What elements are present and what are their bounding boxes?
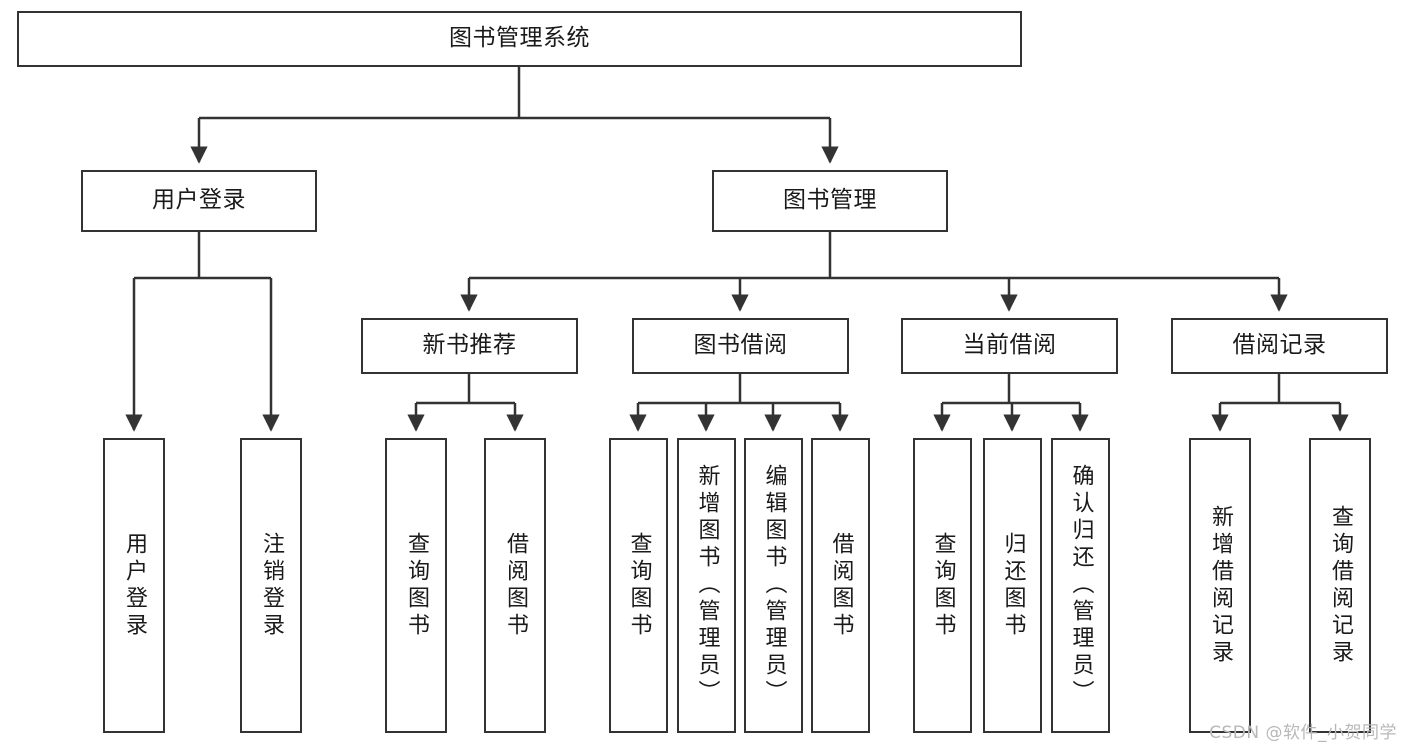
node-user-login[interactable]: 用户登录 [81,170,317,232]
node-user-login-label: 用户登录 [152,187,246,214]
node-root[interactable]: 图书管理系统 [17,11,1022,67]
node-leaf-add-record-label: 新增借阅记录 [1208,504,1233,667]
node-root-label: 图书管理系统 [449,25,590,52]
node-leaf-borrow-book-1[interactable]: 借阅图书 [484,438,546,733]
node-book-manage-label: 图书管理 [783,187,877,214]
node-new-book-rec[interactable]: 新书推荐 [361,318,578,374]
node-borrow-record-label: 借阅记录 [1232,332,1327,359]
node-leaf-add-book[interactable]: 新增图书（管理员） [677,438,736,733]
node-leaf-logout[interactable]: 注销登录 [240,438,302,733]
node-leaf-return-book[interactable]: 归还图书 [983,438,1042,733]
node-leaf-user-login-label: 用户登录 [122,531,147,640]
node-new-book-rec-label: 新书推荐 [422,332,517,359]
node-leaf-query-record[interactable]: 查询借阅记录 [1309,438,1371,733]
node-leaf-add-record[interactable]: 新增借阅记录 [1189,438,1251,733]
node-leaf-edit-book-label: 编辑图书（管理员） [761,464,787,707]
node-leaf-borrow-book-2[interactable]: 借阅图书 [811,438,870,733]
node-leaf-confirm-return-label: 确认归还（管理员） [1068,464,1094,707]
node-leaf-user-login[interactable]: 用户登录 [103,438,165,733]
node-leaf-logout-label: 注销登录 [259,531,284,640]
node-book-borrow-label: 图书借阅 [693,332,788,359]
node-current-borrow-label: 当前借阅 [962,332,1057,359]
node-leaf-borrow-book-1-label: 借阅图书 [503,531,528,640]
node-leaf-query-book-1[interactable]: 查询图书 [385,438,447,733]
node-leaf-confirm-return[interactable]: 确认归还（管理员） [1051,438,1110,733]
node-leaf-query-book-3[interactable]: 查询图书 [913,438,972,733]
node-leaf-query-book-2[interactable]: 查询图书 [609,438,668,733]
node-book-borrow[interactable]: 图书借阅 [632,318,849,374]
node-borrow-record[interactable]: 借阅记录 [1171,318,1388,374]
watermark: CSDN @软件_小贺同学 [1209,723,1397,743]
node-leaf-edit-book[interactable]: 编辑图书（管理员） [744,438,803,733]
node-current-borrow[interactable]: 当前借阅 [901,318,1118,374]
node-leaf-borrow-book-2-label: 借阅图书 [828,531,854,640]
node-leaf-query-book-2-label: 查询图书 [626,531,652,640]
node-leaf-query-record-label: 查询借阅记录 [1328,504,1353,667]
node-leaf-query-book-1-label: 查询图书 [404,531,429,640]
node-leaf-query-book-3-label: 查询图书 [930,531,956,640]
node-book-manage[interactable]: 图书管理 [712,170,948,232]
node-leaf-return-book-label: 归还图书 [1000,531,1026,640]
node-leaf-add-book-label: 新增图书（管理员） [694,464,720,707]
